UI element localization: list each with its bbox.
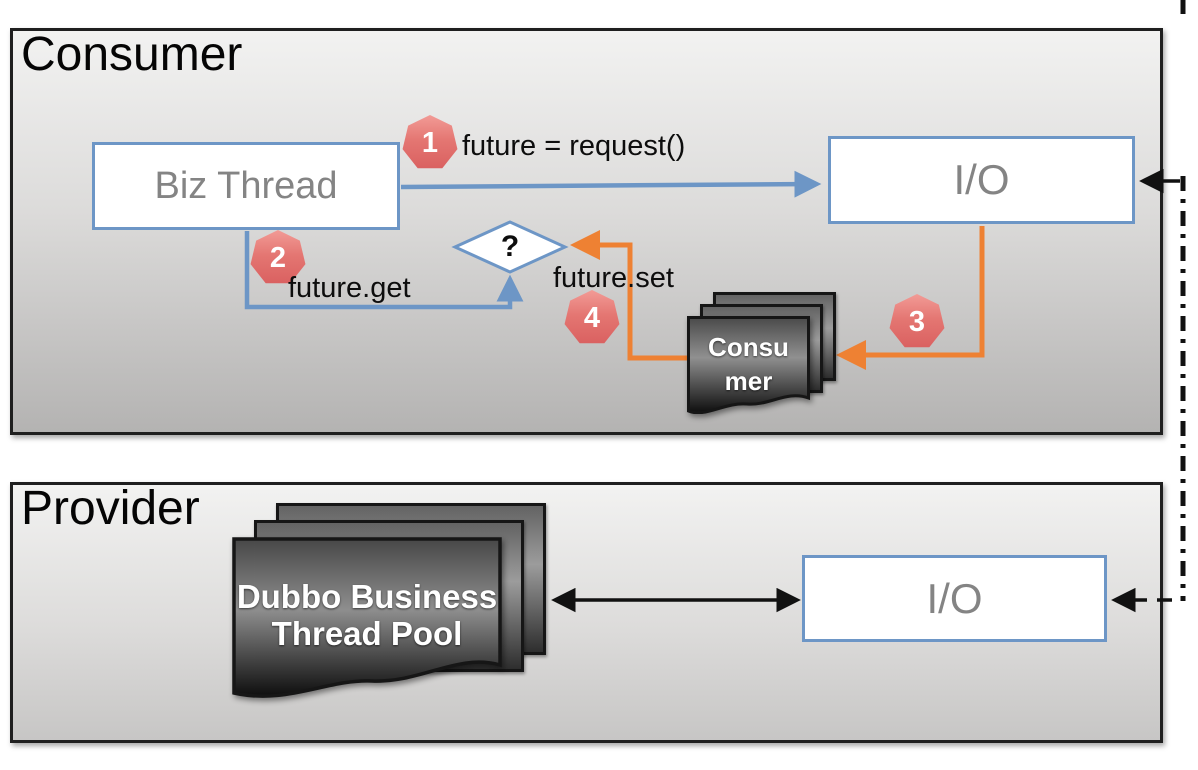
request-label: future = request() xyxy=(462,130,686,162)
provider-section-title: Provider xyxy=(21,482,200,535)
consumer-pool-card xyxy=(687,316,810,414)
decision-label: ? xyxy=(500,230,520,263)
provider-io-label: I/O xyxy=(926,574,983,622)
biz-thread-label: Biz Thread xyxy=(154,164,338,207)
consumer-section: Consumer xyxy=(10,28,1163,435)
consumer-io-label: I/O xyxy=(953,156,1010,203)
provider-io-node: I/O xyxy=(802,555,1107,642)
biz-thread-node: Biz Thread xyxy=(92,142,400,230)
future-set-label: future.set xyxy=(553,262,674,294)
consumer-io-node: I/O xyxy=(828,136,1135,224)
consumer-pool-label: Consu mer xyxy=(708,332,789,396)
future-get-label: future.get xyxy=(288,272,411,304)
dubbo-pool-card xyxy=(232,537,502,698)
dubbo-pool-label: Dubbo Business Thread Pool xyxy=(236,578,498,652)
consumer-section-title: Consumer xyxy=(21,28,243,81)
